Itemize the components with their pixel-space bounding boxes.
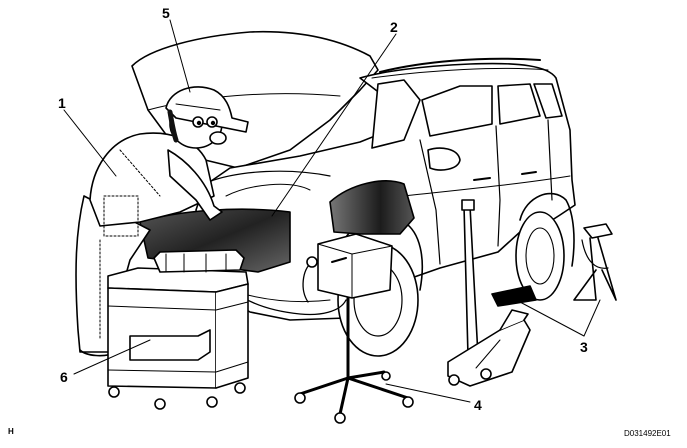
callout-1: 1 <box>58 95 66 111</box>
corner-letter: H <box>8 427 14 436</box>
side-mirror <box>427 147 461 171</box>
jack-stand <box>583 223 613 239</box>
jack-block <box>491 285 537 307</box>
callout-5: 5 <box>162 5 170 21</box>
leader-3a <box>519 301 585 337</box>
cart-wheel <box>206 396 218 408</box>
cart-wheel <box>154 398 166 410</box>
tool-cart <box>107 249 249 410</box>
rear-wheel-arch <box>519 192 575 267</box>
mechanic <box>75 86 249 357</box>
callout-4: 4 <box>474 397 482 413</box>
leader-3b <box>583 299 601 337</box>
rear-wheel <box>515 211 565 301</box>
side-fender-cover <box>329 180 415 235</box>
leader-4 <box>385 383 471 403</box>
cart-wheel <box>234 382 246 394</box>
jack-and-stands <box>447 199 617 387</box>
leader-1 <box>63 109 117 177</box>
windshield <box>371 79 421 149</box>
callout-6: 6 <box>60 369 68 385</box>
front-door-window <box>421 85 493 137</box>
cart-drain-pan <box>129 329 211 361</box>
figure-code: D031492E01 <box>624 429 671 438</box>
work-light <box>294 233 414 424</box>
work-light-base <box>298 370 410 416</box>
callout-3: 3 <box>580 339 588 355</box>
rear-door-window <box>497 83 541 125</box>
cart-wheel <box>108 386 120 398</box>
callout-2: 2 <box>390 19 398 35</box>
mechanic-arm <box>167 149 223 221</box>
leader-2 <box>271 33 397 217</box>
engine-bay <box>207 170 331 183</box>
leader-6 <box>73 339 151 375</box>
mechanic-torso <box>89 132 215 227</box>
mechanic-cap <box>165 86 249 133</box>
leader-lines <box>63 19 601 403</box>
leader-5 <box>169 19 191 93</box>
work-light-lamp <box>317 233 393 299</box>
parts-on-cart <box>153 249 245 273</box>
quarter-window <box>533 83 563 119</box>
